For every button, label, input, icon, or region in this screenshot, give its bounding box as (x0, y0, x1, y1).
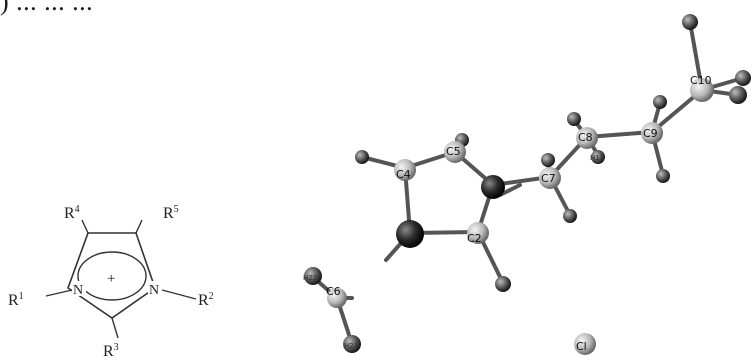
imidazolium-structure: + N N R4 R5 R1 R2 R3 (8, 204, 214, 358)
atom-label-c8: C8 (578, 131, 593, 144)
atom-label-c7: C7 (541, 172, 556, 185)
atoms (304, 14, 751, 355)
n-right-label: N (149, 283, 159, 298)
atom-label-c5: C5 (446, 145, 461, 158)
substituent-r2: R2 (198, 291, 214, 309)
substituent-r5: R5 (163, 204, 179, 222)
atom-label-h22: H22 (303, 274, 317, 282)
top-caption: ) ... ... ... (0, 0, 94, 16)
substituent-r4: R4 (64, 204, 80, 222)
substituent-r3: R3 (103, 342, 119, 358)
atom-label-cl: Cl (576, 340, 587, 353)
imidazolium-ring (67, 232, 156, 319)
atom-label-h21: H21 (344, 342, 358, 350)
atom-label-c10: C10 (690, 74, 712, 87)
molecule-3d: C4 C5 C2 C6 C7 C8 C9 C10 Cl H22 H21 H12 (303, 14, 751, 355)
atom-label-c6: C6 (326, 285, 341, 298)
charge-label: + (107, 271, 115, 287)
atom-label-h12: H12 (590, 154, 604, 162)
n-left-label: N (73, 283, 83, 298)
substituent-r1: R1 (8, 291, 24, 309)
atom-labels: C4 C5 C2 C6 C7 C8 C9 C10 Cl H22 H21 H12 (303, 74, 712, 353)
atom-label-c9: C9 (643, 127, 658, 140)
atom-label-c2: C2 (467, 232, 482, 245)
bonds (311, 20, 745, 346)
aromatic-circle (77, 251, 147, 301)
atom-label-c4: C4 (396, 168, 411, 181)
